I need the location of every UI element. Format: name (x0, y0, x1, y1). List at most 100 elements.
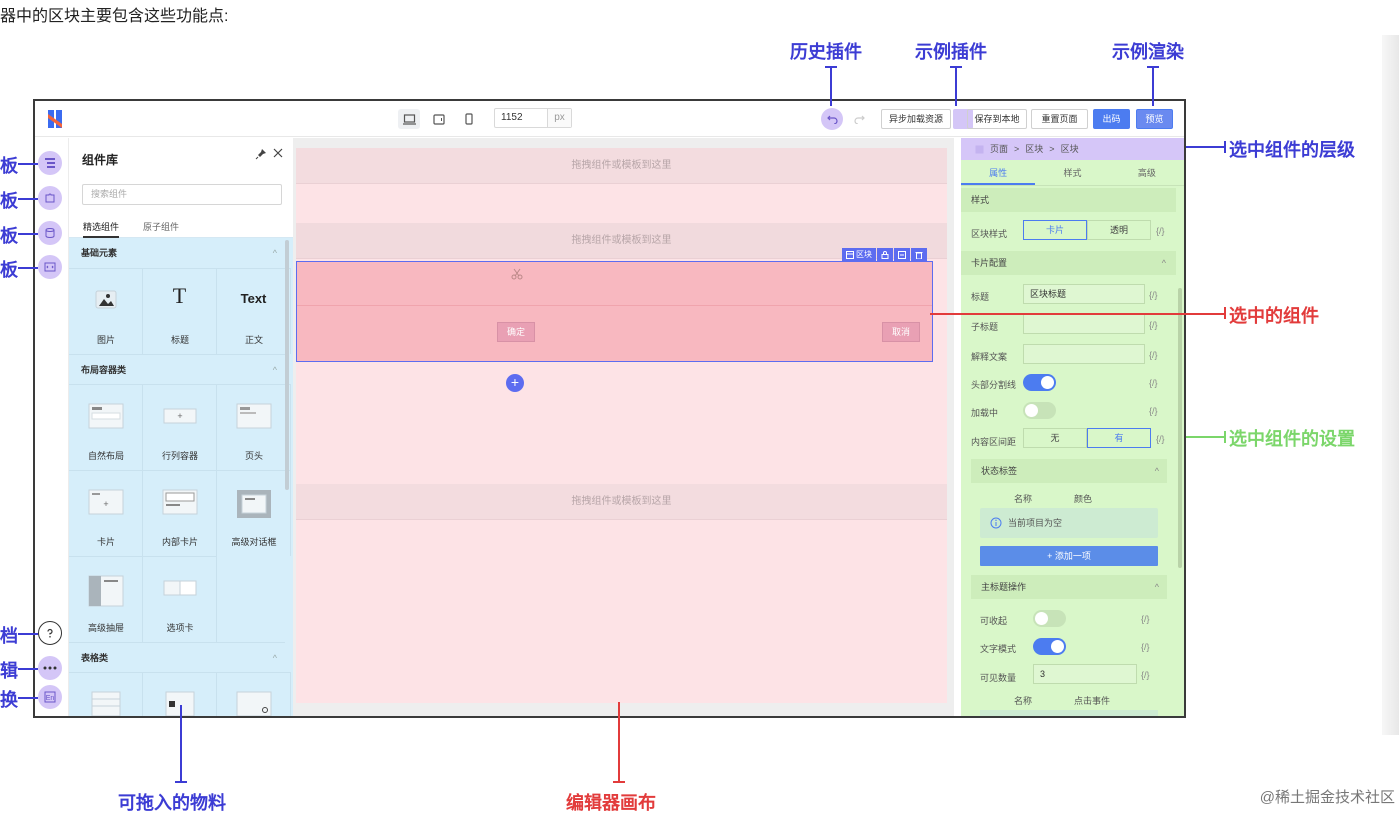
add-block-button[interactable]: + (506, 374, 524, 392)
component-panel-button[interactable] (38, 186, 62, 210)
content-gap-none[interactable]: 无 (1023, 428, 1087, 448)
add-item-button[interactable]: + 添加一项 (980, 546, 1158, 566)
category-basic-elements[interactable]: 基础元素 ^ (69, 238, 285, 268)
lock-block-button[interactable] (877, 248, 893, 262)
component-item-row-column[interactable]: + 行列容器 (143, 384, 217, 470)
fx-toggle[interactable]: {/} (1149, 320, 1158, 330)
breadcrumb-item-block-current[interactable]: 区块 (1060, 144, 1079, 154)
component-search-input[interactable]: 搜索组件 (82, 184, 282, 205)
section-status-tags[interactable]: 状态标签 ^ (971, 459, 1167, 483)
async-load-button[interactable]: 异步加载资源 (881, 109, 951, 129)
subtitle-input[interactable] (1023, 314, 1145, 334)
language-switch-button[interactable]: En (38, 685, 62, 709)
export-code-button[interactable]: 出码 (1093, 109, 1130, 129)
confirm-button[interactable]: 确定 (497, 322, 535, 342)
settings-scrollbar[interactable] (1178, 288, 1182, 568)
outline-tree-icon (45, 158, 55, 168)
content-gap-yes[interactable]: 有 (1087, 428, 1151, 448)
canvas-width-input[interactable]: 1152 px (494, 108, 572, 128)
section-card-config[interactable]: 卡片配置 ^ (961, 251, 1176, 275)
component-label: 自然布局 (87, 451, 124, 461)
tablet-device-icon[interactable] (428, 109, 450, 129)
breadcrumb-separator: > (1014, 144, 1020, 154)
save-local-button[interactable]: 保存到本地 (967, 109, 1027, 129)
block-style-transparent[interactable]: 透明 (1087, 220, 1151, 240)
database-icon (45, 228, 55, 238)
category-layout-containers[interactable]: 布局容器类 ^ (69, 354, 285, 384)
fx-toggle[interactable]: {/} (1141, 642, 1150, 652)
component-item-tabs[interactable]: 选项卡 (143, 556, 217, 642)
phone-device-icon[interactable] (458, 109, 480, 129)
fx-toggle[interactable]: {/} (1149, 290, 1158, 300)
block-style-card[interactable]: 卡片 (1023, 220, 1087, 240)
component-item-free-layout[interactable]: 自然布局 (69, 384, 143, 470)
free-layout-icon (88, 403, 123, 429)
text-glyph-icon: Text (240, 291, 267, 306)
text-mode-switch[interactable] (1033, 638, 1066, 655)
cancel-button[interactable]: 取消 (882, 322, 920, 342)
page-header-icon (236, 403, 271, 429)
fx-toggle[interactable]: {/} (1149, 378, 1158, 388)
section-main-title-actions[interactable]: 主标题操作 ^ (971, 575, 1167, 599)
component-item-table-2[interactable] (143, 672, 217, 716)
tab-featured-components[interactable]: 精选组件 (83, 218, 120, 238)
component-item-table-3[interactable] (217, 672, 291, 716)
fx-toggle[interactable]: {/} (1141, 614, 1150, 624)
table-icon (91, 691, 120, 716)
more-actions-button[interactable] (38, 656, 62, 680)
annotation-line (618, 702, 620, 782)
drop-zone[interactable]: 拖拽组件或模板到这里 (296, 484, 947, 520)
fx-toggle[interactable]: {/} (1156, 226, 1165, 236)
delete-block-button[interactable] (911, 248, 927, 262)
copy-block-button[interactable] (894, 248, 910, 262)
fx-toggle[interactable]: {/} (1149, 350, 1158, 360)
help-docs-button[interactable] (38, 621, 62, 645)
redo-button[interactable] (850, 110, 868, 128)
component-item-image[interactable]: 图片 (69, 268, 143, 354)
component-item-inner-card[interactable]: 内部卡片 (143, 470, 217, 556)
undo-button[interactable] (821, 108, 843, 130)
block-tag[interactable]: 区块 (842, 248, 876, 262)
component-scrollbar[interactable] (285, 240, 289, 490)
svg-text:+: + (103, 499, 108, 509)
reset-page-button[interactable]: 重置页面 (1031, 109, 1088, 129)
datasource-panel-button[interactable] (38, 221, 62, 245)
tab-styles[interactable]: 样式 (1063, 168, 1082, 178)
tab-properties[interactable]: 属性 (961, 160, 1036, 185)
desktop-device-icon[interactable] (398, 109, 420, 129)
left-annotation-6: 辑 (0, 661, 18, 681)
fx-toggle[interactable]: {/} (1141, 670, 1150, 680)
component-item-title[interactable]: T 标题 (143, 268, 217, 354)
loading-switch[interactable] (1023, 402, 1056, 419)
component-item-card[interactable]: + 卡片 (69, 470, 143, 556)
category-label: 布局容器类 (81, 365, 127, 375)
header-divider-switch[interactable] (1023, 374, 1056, 391)
section-style[interactable]: 样式 (961, 188, 1176, 212)
visible-count-input[interactable]: 3 (1033, 664, 1137, 684)
close-icon[interactable] (272, 147, 284, 159)
fx-toggle[interactable]: {/} (1156, 434, 1165, 444)
breadcrumb-item-page[interactable]: 页面 (990, 144, 1009, 154)
fx-toggle[interactable]: {/} (1149, 406, 1158, 416)
breadcrumb-item-block[interactable]: 区块 (1025, 144, 1044, 154)
collapsible-switch[interactable] (1033, 610, 1066, 627)
preview-button[interactable]: 预览 (1136, 109, 1173, 129)
component-item-advanced-dialog[interactable]: 高级对话框 (217, 470, 291, 556)
component-item-advanced-drawer[interactable]: 高级抽屉 (69, 556, 143, 642)
explain-input[interactable] (1023, 344, 1145, 364)
title-input[interactable]: 区块标题 (1023, 284, 1145, 304)
drop-zone[interactable]: 拖拽组件或模板到这里 (296, 148, 947, 184)
drop-zone[interactable]: 拖拽组件或模板到这里 (296, 223, 947, 259)
component-item-page-header[interactable]: 页头 (217, 384, 291, 470)
tab-atomic-components[interactable]: 原子组件 (143, 222, 180, 232)
component-item-text[interactable]: Text 正文 (217, 268, 291, 354)
outline-panel-button[interactable] (38, 151, 62, 175)
category-tables[interactable]: 表格类 ^ (69, 642, 285, 672)
pin-icon[interactable] (255, 148, 267, 160)
chevron-up-icon: ^ (1154, 466, 1159, 476)
component-item-table[interactable] (69, 672, 143, 716)
selected-block[interactable]: 区块 确定 取消 (296, 248, 933, 362)
source-code-panel-button[interactable] (38, 255, 62, 279)
tab-advanced[interactable]: 高级 (1137, 168, 1156, 178)
canvas-width-value[interactable]: 1152 (501, 112, 523, 123)
